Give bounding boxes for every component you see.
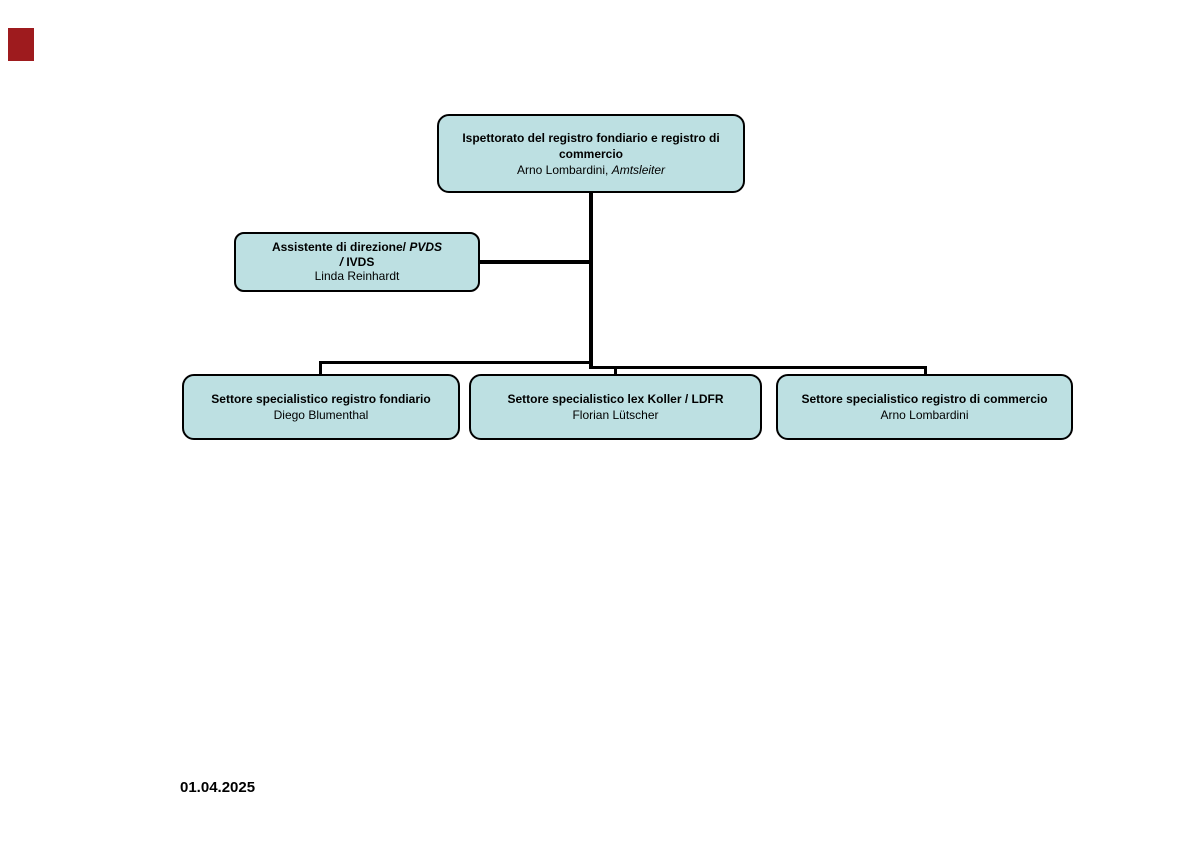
connector-distribution-left	[319, 361, 591, 364]
assistant-title-line1-abbr: PVDS	[409, 240, 443, 255]
root-title-line2: commercio	[558, 146, 624, 161]
root-person-name: Arno Lombardini,	[516, 162, 612, 177]
root-person-line: Arno Lombardini, Amtsleiter	[439, 162, 743, 178]
root-title-line1: Ispettorato del registro fondiario e reg…	[462, 130, 720, 145]
org-box-dept-lex-koller-ldfr: Settore specialistico lex Koller / LDFR …	[469, 374, 762, 440]
connector-drop-dept-2	[614, 366, 617, 375]
connector-assistant	[479, 260, 590, 264]
org-box-assistant: Assistente di direzione/ PVDS / IVDS Lin…	[234, 232, 480, 292]
assistant-title-line2-abbr: IVDS	[343, 254, 375, 269]
red-corner-mark-icon	[8, 28, 34, 61]
date-label: 01.04.2025	[180, 779, 256, 796]
assistant-title-line2: / IVDS	[236, 255, 478, 270]
dept-title: Settore specialistico registro di commer…	[801, 392, 1048, 406]
org-box-dept-registro-di-commercio: Settore specialistico registro di commer…	[776, 374, 1073, 440]
connector-distribution-right	[591, 366, 927, 369]
connector-drop-dept-3	[924, 366, 927, 375]
dept-person-name: Florian Lütscher	[572, 408, 659, 422]
dept-person-name: Arno Lombardini	[880, 408, 969, 422]
assistant-title-line1-main: Assistente di direzione/	[271, 240, 410, 255]
assistant-title-line2-slash: /	[339, 254, 343, 269]
assistant-person-name: Linda Reinhardt	[314, 269, 400, 284]
connector-trunk	[589, 193, 593, 369]
assistant-title-line1: Assistente di direzione/ PVDS	[236, 240, 478, 255]
org-box-dept-registro-fondiario: Settore specialistico registro fondiario…	[182, 374, 460, 440]
dept-title: Settore specialistico lex Koller / LDFR	[507, 392, 724, 406]
dept-person-name: Diego Blumenthal	[273, 408, 369, 422]
connector-drop-dept-1	[319, 361, 322, 375]
dept-title: Settore specialistico registro fondiario	[211, 392, 431, 406]
root-person-role: Amtsleiter	[611, 162, 666, 177]
org-box-root: Ispettorato del registro fondiario e reg…	[437, 114, 745, 193]
